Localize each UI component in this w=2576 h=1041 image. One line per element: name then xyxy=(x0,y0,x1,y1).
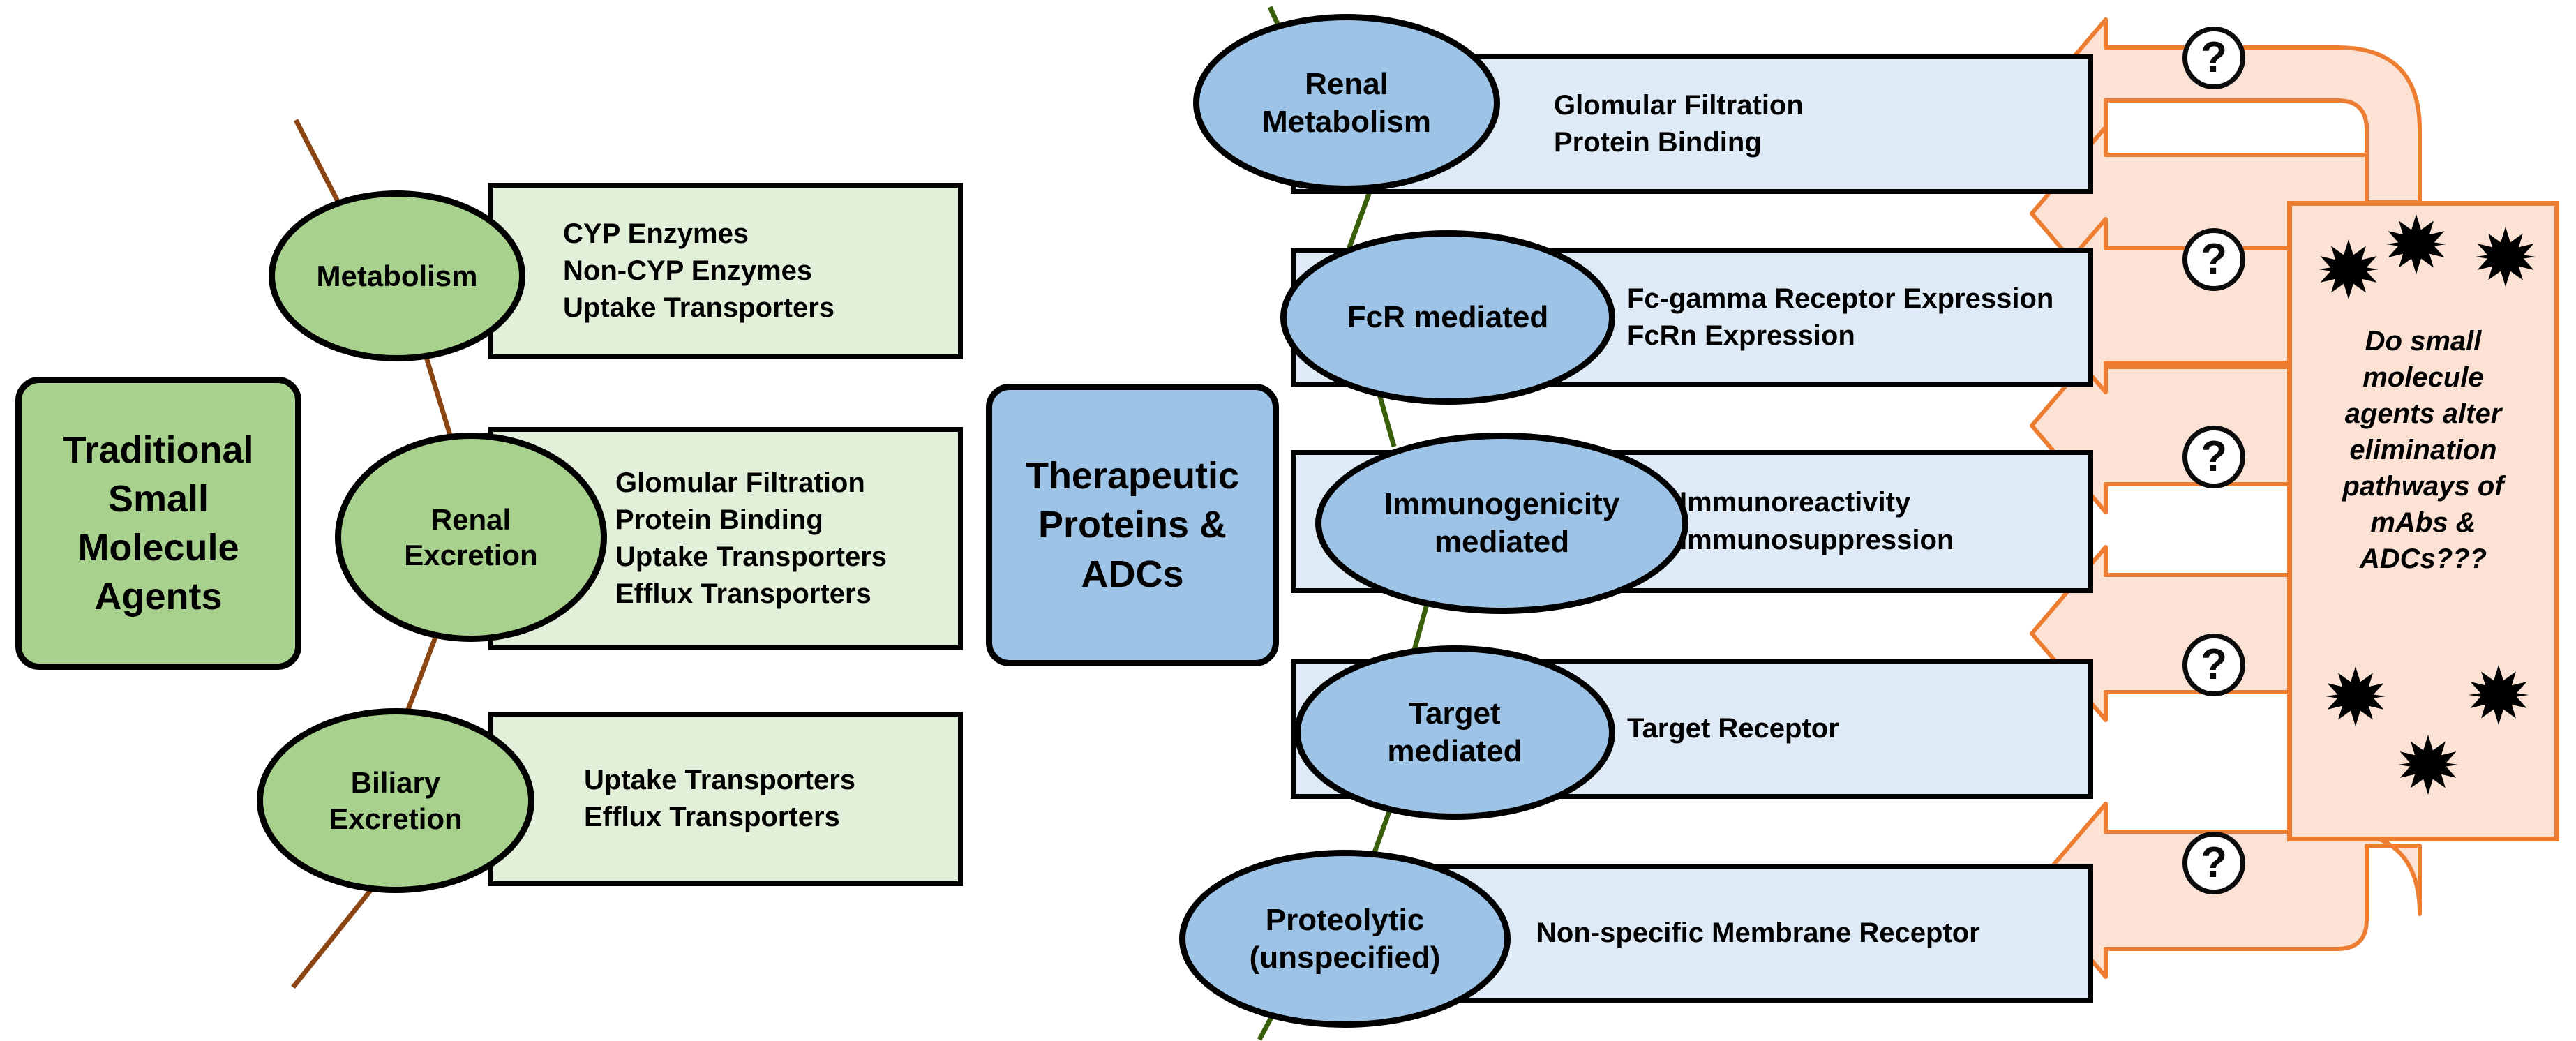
factor-item: Protein Binding xyxy=(1554,127,1762,158)
pathway-node-renal-metabolism-label: Renal Metabolism xyxy=(1261,66,1432,139)
starburst-icon xyxy=(2469,665,2529,725)
factor-item: Fc-gamma Receptor Expression xyxy=(1627,283,2054,314)
question-mark-glyph: ? xyxy=(2201,839,2227,887)
starburst-icon xyxy=(2326,666,2386,726)
arrow-renal-metabolism xyxy=(2030,17,2422,204)
factor-item: Protein Binding xyxy=(615,504,823,535)
factor-list-fcr-mediated: Fc-gamma Receptor Expression FcRn Expres… xyxy=(1627,280,2088,354)
question-line: mAbs & xyxy=(2370,507,2476,538)
pathway-node-target-mediated[interactable]: Target mediated xyxy=(1294,645,1615,820)
factor-item: Glomular Filtration xyxy=(1554,89,1804,121)
pathway-node-proteolytic-unspecified-label: Proteolytic (unspecified) xyxy=(1249,902,1441,975)
pathway-node-proteolytic-unspecified[interactable]: Proteolytic (unspecified) xyxy=(1179,850,1511,1028)
question-mark-glyph: ? xyxy=(2201,433,2227,481)
question-line: agents alter xyxy=(2344,398,2502,429)
factor-item: Uptake Transporters xyxy=(584,764,856,795)
starburst-icon xyxy=(2319,239,2379,299)
therapeutic-proteins-adcs-label: Therapeutic Proteins & ADCs xyxy=(1025,455,1240,595)
factor-list-renal-metabolism: Glomular Filtration Protein Binding xyxy=(1554,87,2088,161)
question-line: pathways of xyxy=(2342,471,2504,502)
pathway-node-target-mediated-label: Target mediated xyxy=(1387,696,1522,768)
starburst-icon xyxy=(2398,735,2458,795)
factor-list-metabolism: CYP Enzymes Non-CYP Enzymes Uptake Trans… xyxy=(563,216,958,327)
pathway-node-immunogenicity-mediated[interactable]: Immunogenicity mediated xyxy=(1315,433,1688,614)
factor-item: Immunosuppression xyxy=(1679,524,1954,555)
pathway-node-renal-excretion-label: Renal Excretion xyxy=(404,502,538,571)
factor-item: Efflux Transporters xyxy=(615,578,871,610)
wire-sm-top xyxy=(293,119,345,211)
factor-item: Immunoreactivity xyxy=(1679,487,1911,518)
factor-item: CYP Enzymes xyxy=(563,218,749,249)
question-mark-glyph: ? xyxy=(2201,33,2227,82)
question-badge-4[interactable]: ? xyxy=(2182,634,2245,696)
pathway-node-metabolism-label: Metabolism xyxy=(316,259,478,292)
research-question-text: Do small molecule agents alter eliminati… xyxy=(2292,323,2554,577)
factor-item: Non-specific Membrane Receptor xyxy=(1536,918,1980,949)
pathway-node-biliary-excretion-label: Biliary Excretion xyxy=(329,766,463,835)
factor-list-renal-excretion: Glomular Filtration Protein Binding Upta… xyxy=(615,465,958,613)
research-question-panel[interactable]: Do small molecule agents alter eliminati… xyxy=(2287,201,2559,841)
question-mark-glyph: ? xyxy=(2201,235,2227,283)
starburst-icon xyxy=(2386,214,2446,274)
factor-list-target-mediated: Target Receptor xyxy=(1627,710,2088,747)
therapeutic-proteins-adcs-card[interactable]: Therapeutic Proteins & ADCs xyxy=(986,384,1279,666)
factor-box-metabolism[interactable]: CYP Enzymes Non-CYP Enzymes Uptake Trans… xyxy=(488,183,963,359)
factor-item: Non-CYP Enzymes xyxy=(563,255,813,286)
factor-list-biliary-excretion: Uptake Transporters Efflux Transporters xyxy=(584,762,958,836)
question-badge-5[interactable]: ? xyxy=(2182,832,2245,894)
pathway-node-metabolism[interactable]: Metabolism xyxy=(269,190,525,361)
pathway-node-fcr-mediated-label: FcR mediated xyxy=(1347,300,1549,335)
factor-list-proteolytic-unspecified: Non-specific Membrane Receptor xyxy=(1536,915,2088,952)
factor-item: Glomular Filtration xyxy=(615,467,865,498)
factor-item: Target Receptor xyxy=(1627,713,1839,744)
pathway-node-renal-excretion[interactable]: Renal Excretion xyxy=(335,433,607,642)
question-line: Do small xyxy=(2365,326,2482,357)
question-mark-glyph: ? xyxy=(2201,641,2227,689)
factor-item: Efflux Transporters xyxy=(584,802,840,832)
question-badge-1[interactable]: ? xyxy=(2182,27,2245,89)
pathway-node-biliary-excretion[interactable]: Biliary Excretion xyxy=(257,708,534,893)
question-line: ADCs??? xyxy=(2359,544,2487,574)
factor-list-immunogenicity-mediated: Immunoreactivity Immunosuppression xyxy=(1679,484,2088,558)
starburst-icon xyxy=(2476,227,2536,287)
factor-item: Uptake Transporters xyxy=(615,541,888,572)
pathway-node-immunogenicity-mediated-label: Immunogenicity mediated xyxy=(1384,487,1620,559)
small-molecule-agents-card[interactable]: Traditional Small Molecule Agents xyxy=(15,377,301,670)
pathway-node-fcr-mediated[interactable]: FcR mediated xyxy=(1280,230,1615,405)
factor-box-biliary-excretion[interactable]: Uptake Transporters Efflux Transporters xyxy=(488,712,963,886)
question-badge-2[interactable]: ? xyxy=(2182,228,2245,291)
factor-item: Uptake Transporters xyxy=(563,292,835,324)
question-line: molecule xyxy=(2362,362,2484,393)
pathway-node-renal-metabolism[interactable]: Renal Metabolism xyxy=(1193,14,1500,192)
question-line: elimination xyxy=(2349,435,2497,465)
factor-item: FcRn Expression xyxy=(1627,320,1855,351)
small-molecule-agents-label: Traditional Small Molecule Agents xyxy=(63,428,254,618)
question-badge-3[interactable]: ? xyxy=(2182,426,2245,488)
